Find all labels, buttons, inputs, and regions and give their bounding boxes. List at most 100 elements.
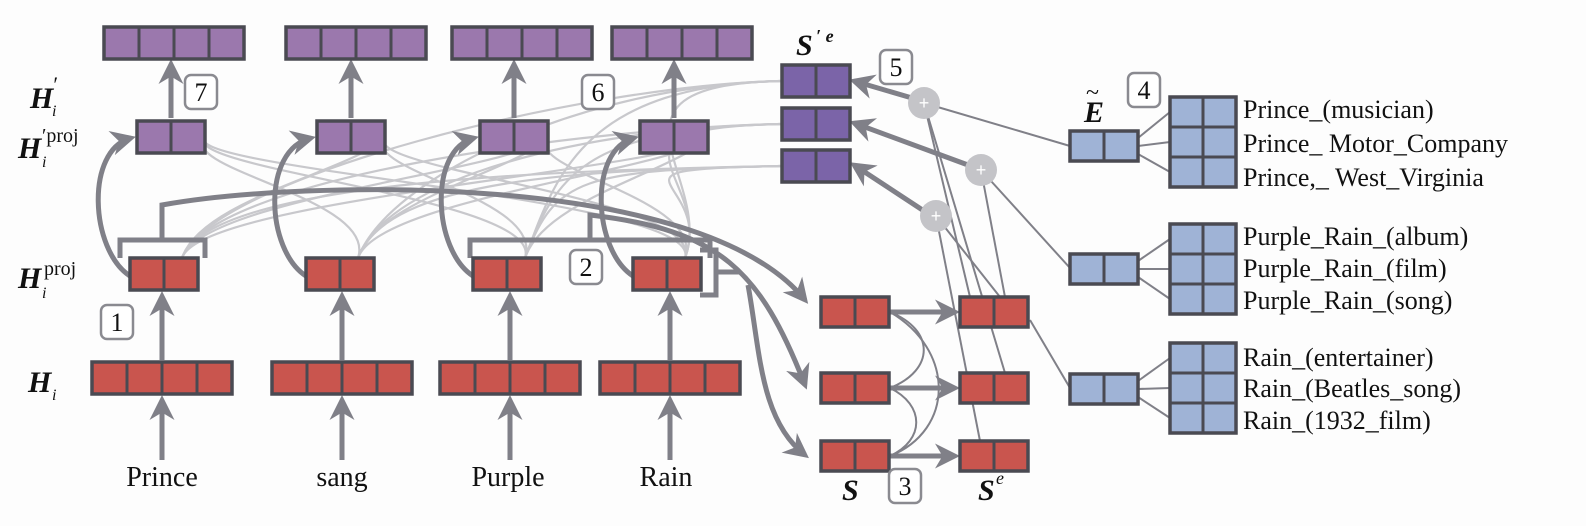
row-label-h-proj: H proj i [17, 258, 76, 302]
h-vector [438, 360, 582, 396]
candidate-link [1137, 238, 1171, 262]
candidates-prince: Prince_(musician) Prince_ Motor_Company … [1243, 95, 1508, 192]
candidate-embedding-grid [1168, 341, 1238, 435]
candidates-rain: Rain_(entertainer) Rain_(Beatles_song) R… [1243, 343, 1461, 435]
candidate-link [1137, 141, 1171, 147]
s-vector [819, 371, 891, 405]
skip-arrow [438, 130, 479, 279]
step-badge-3: 3 [887, 467, 923, 505]
plus-nodes: + + + [908, 87, 997, 232]
plus-to-sprime-arrow [849, 162, 926, 214]
step-badge-7: 7 [183, 73, 219, 111]
candidate-link [1137, 387, 1171, 390]
word-prince: Prince [126, 462, 198, 493]
span-attention-arc [889, 311, 925, 389]
label-s-e: S e [978, 468, 1004, 507]
label-e-tilde-accent: ~ [1086, 80, 1099, 106]
flow-arrows [95, 59, 1171, 460]
h-prime-sub: i [52, 103, 56, 120]
plus-circle [920, 200, 952, 232]
step-badge-4: 4 [1126, 71, 1162, 109]
label-e-tilde: E ~ [1083, 80, 1104, 129]
candidate-label: Prince,_ West_Virginia [1243, 163, 1484, 192]
candidate-label: Rain_(1932_film) [1243, 406, 1431, 435]
h-proj-vector [631, 256, 703, 292]
span-bracket-purple-rain [467, 212, 805, 385]
label-s-e-sup: e [996, 468, 1004, 488]
svg-text:7: 7 [195, 78, 208, 107]
h-proj-base: H [17, 262, 43, 295]
etilde-to-se-line [1029, 319, 1071, 389]
candidate-embedding-grid [1168, 95, 1238, 189]
h-prime-vector [610, 25, 754, 61]
etilde-to-plus-line [980, 169, 1071, 269]
candidate-label: Prince_ Motor_Company [1243, 129, 1508, 158]
row-label-h-prime: H ′ i [29, 72, 58, 120]
plus-circle [908, 87, 940, 119]
s-prime-e-vector [780, 148, 852, 184]
vector-boxes [90, 25, 1238, 473]
svg-text:2: 2 [580, 253, 593, 282]
e-tilde-vector [1068, 372, 1140, 406]
candidate-link [1137, 396, 1171, 419]
span-bracket-prince [117, 187, 805, 300]
h-proj-vector [128, 256, 200, 292]
h-prime-proj-vector [135, 119, 207, 155]
svg-text:5: 5 [890, 53, 903, 82]
plus-to-sprime-arrow [849, 74, 913, 101]
candidate-label: Prince_(musician) [1243, 95, 1434, 124]
label-s-prime-e-base: S [796, 29, 813, 62]
se-to-plus-line [923, 102, 971, 298]
skip-arrow [598, 130, 639, 279]
label-s-prime-e-sup: ′ e [816, 26, 834, 46]
candidate-embedding-grid [1168, 222, 1238, 316]
h-prime-proj-vector [478, 119, 550, 155]
h-prime-proj-sup: ′proj [42, 125, 79, 147]
span-bracket-rain [700, 247, 805, 455]
plus-node: + [965, 154, 997, 186]
se-vector [958, 439, 1030, 473]
candidate-link [1137, 357, 1171, 382]
plus-node: + [920, 200, 952, 232]
plus-icon: + [976, 160, 987, 180]
h-sub: i [52, 387, 56, 404]
s-vector [819, 439, 891, 473]
h-prime-proj-base: H [17, 132, 43, 165]
attention-line [180, 79, 783, 259]
se-to-plus-line [980, 169, 1006, 298]
step-badge-1: 1 [99, 303, 135, 341]
word-sang: sang [316, 462, 367, 493]
svg-text:3: 3 [899, 472, 912, 501]
h-prime-sup: ′ [52, 72, 58, 97]
h-proj-vector [471, 256, 543, 292]
s-prime-e-vector [780, 106, 852, 142]
plus-icon: + [931, 206, 942, 226]
plus-to-sprime-arrow [849, 118, 969, 168]
candidate-label: Rain_(Beatles_song) [1243, 374, 1461, 403]
s-prime-e-vector [780, 63, 852, 99]
span-attention-arc [889, 311, 940, 457]
plus-icon: + [919, 93, 930, 113]
h-prime-base: H [29, 82, 55, 115]
attention-line [180, 164, 783, 259]
label-s-prime-e: S ′ e [796, 26, 834, 62]
h-vector [270, 360, 414, 396]
span-attention-arc [889, 387, 918, 457]
se-vector [958, 371, 1030, 405]
word-purple: Purple [471, 462, 544, 493]
h-prime-proj-vector [638, 119, 710, 155]
candidate-link [1137, 111, 1171, 139]
word-rain: Rain [640, 462, 693, 493]
label-s-e-base: S [978, 474, 995, 507]
etilde-to-plus-line [923, 102, 1071, 147]
e-tilde-vector [1068, 129, 1140, 163]
h-prime-proj-vector [315, 119, 387, 155]
skip-arrow [272, 130, 316, 279]
skip-arrow [95, 130, 136, 279]
candidate-label: Purple_Rain_(album) [1243, 222, 1468, 251]
h-proj-sub: i [42, 285, 46, 302]
h-prime-proj-sub: i [42, 154, 46, 171]
h-prime-vector [450, 25, 594, 61]
plus-node: + [908, 87, 940, 119]
